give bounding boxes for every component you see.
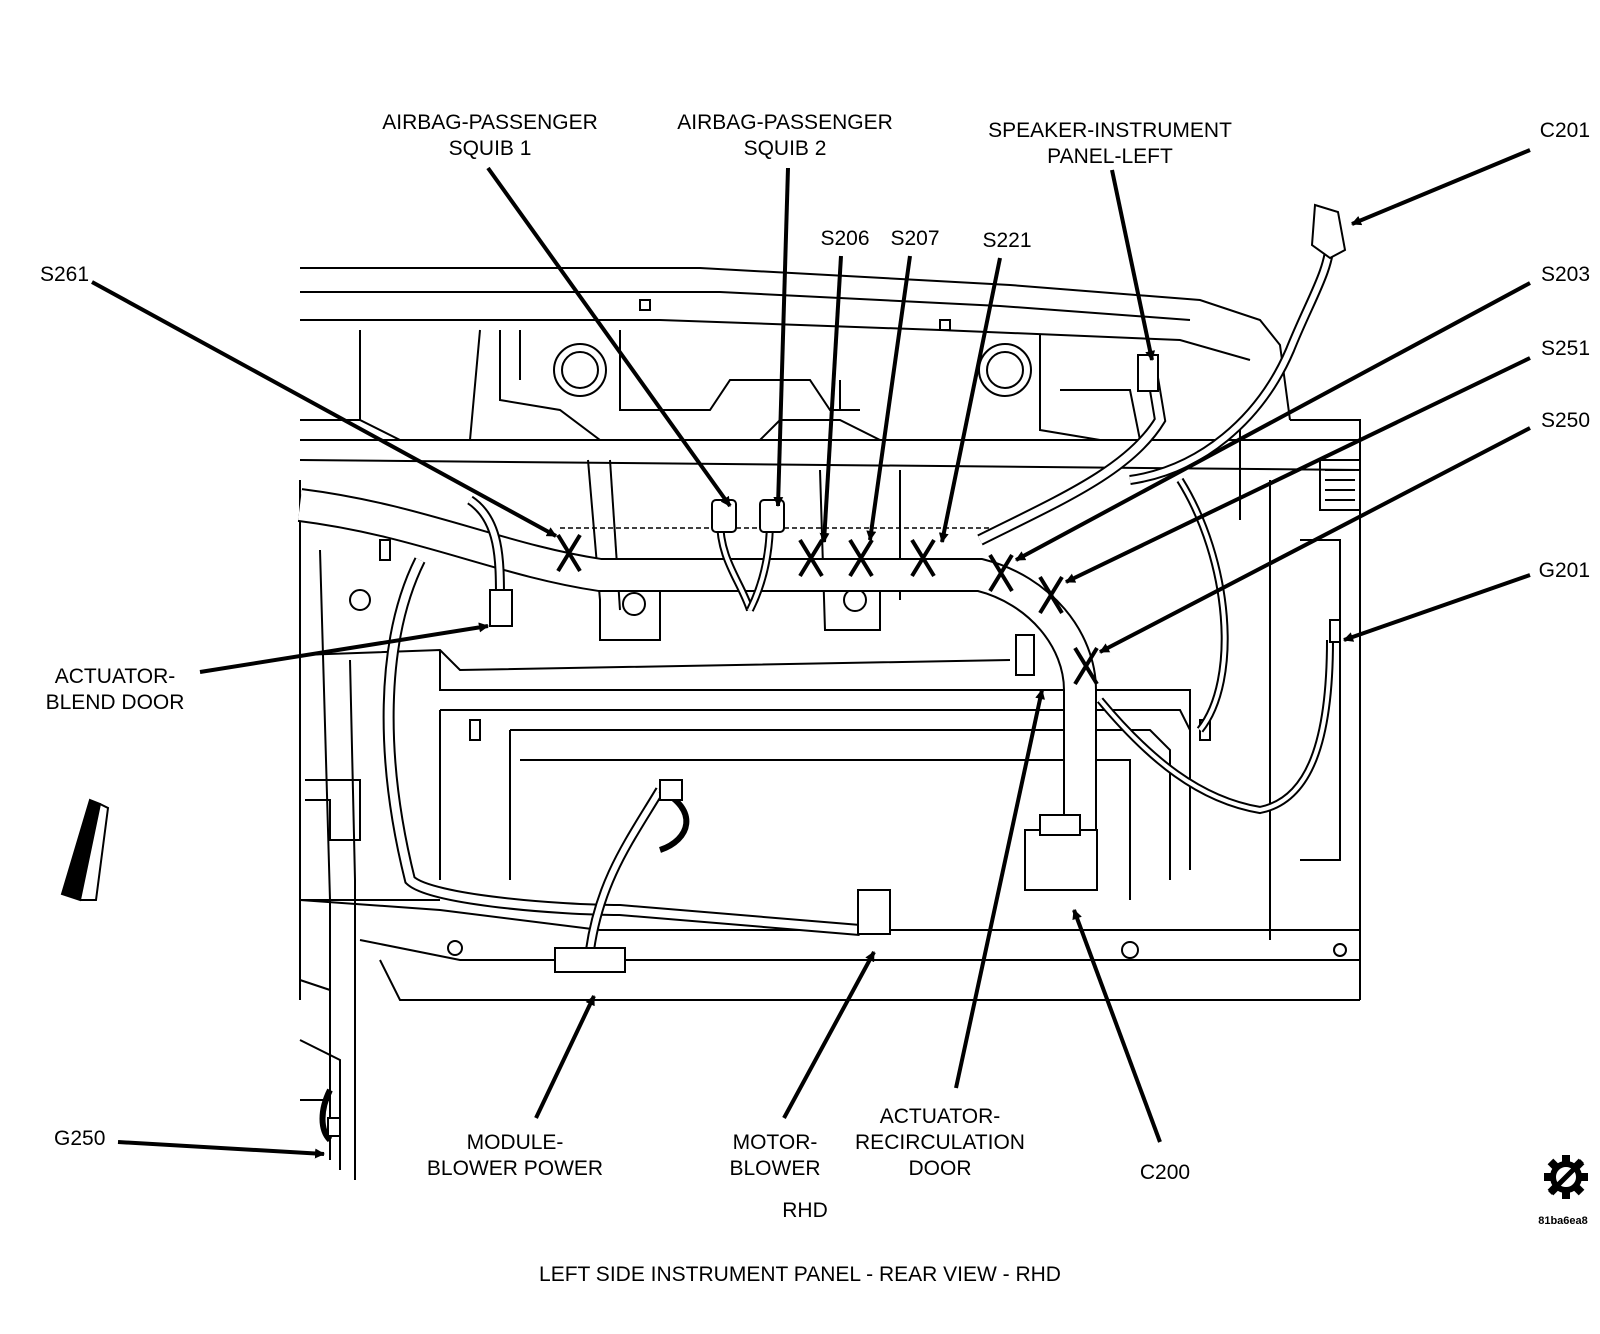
leader-c200 (1072, 909, 1162, 1143)
connector-motor-blower (857, 889, 891, 935)
splice-s207 (848, 538, 874, 578)
leader-g201 (1343, 573, 1531, 642)
wiring-harness (297, 239, 1335, 1143)
connector-c201 (1310, 203, 1347, 260)
splice-s206 (798, 538, 824, 578)
connectors (327, 203, 1347, 1137)
label-variant: RHD (782, 1199, 828, 1222)
gear-icon (1544, 1155, 1588, 1199)
connector-speaker (1137, 354, 1159, 392)
leader-squib2 (773, 167, 790, 507)
leader-g250 (117, 1140, 325, 1159)
detached-component (60, 798, 110, 902)
label-module-blower: MODULE- BLOWER POWER (426, 1131, 604, 1180)
splice-s261 (556, 533, 582, 573)
label-g201: G201 (1538, 559, 1590, 582)
splice-s203 (988, 553, 1014, 593)
connector-module-blower (554, 947, 626, 973)
leader-squib1 (486, 166, 732, 508)
label-c201: C201 (1539, 119, 1590, 142)
splice-markers (556, 533, 1099, 686)
label-airbag-squib2: AIRBAG-PASSENGER SQUIB 2 (677, 111, 893, 160)
label-motor-blower: MOTOR- BLOWER (729, 1131, 821, 1180)
label-s207: S207 (890, 227, 940, 250)
leader-module-blower (534, 995, 596, 1119)
leader-s221 (938, 257, 1002, 543)
label-s221: S221 (982, 229, 1032, 252)
label-s206: S206 (820, 227, 870, 250)
connector-actuator-recirc (1015, 634, 1035, 676)
label-s203: S203 (1540, 263, 1590, 286)
splice-s250 (1073, 646, 1099, 686)
leader-s261 (91, 280, 557, 538)
label-s261: S261 (40, 263, 90, 286)
instrument-panel-frame (299, 267, 1361, 1180)
image-code: 81ba6ea8 (1538, 1215, 1588, 1227)
leader-s203 (1015, 281, 1531, 562)
diagram-caption: LEFT SIDE INSTRUMENT PANEL - REAR VIEW -… (539, 1263, 1061, 1286)
label-g250: G250 (54, 1127, 106, 1150)
label-actuator-recirc: ACTUATOR- RECIRCULATION DOOR (855, 1105, 1025, 1180)
leader-speaker (1110, 169, 1156, 361)
connector-actuator-blend (489, 589, 513, 627)
label-airbag-squib1: AIRBAG-PASSENGER SQUIB 1 (382, 111, 598, 160)
leader-s251 (1065, 356, 1531, 584)
leader-s207 (866, 255, 912, 541)
leader-lines (91, 148, 1531, 1159)
leader-c201 (1351, 148, 1531, 226)
splice-s251 (1038, 575, 1064, 615)
label-s250: S250 (1540, 409, 1590, 432)
leader-motor-blower (782, 951, 876, 1119)
leader-actuator-recirc (954, 689, 1045, 1089)
label-s251: S251 (1540, 337, 1590, 360)
leader-s206 (819, 255, 843, 543)
leader-actuator-blend (199, 622, 489, 674)
label-actuator-blend: ACTUATOR- BLEND DOOR (45, 665, 185, 714)
label-speaker: SPEAKER-INSTRUMENT PANEL-LEFT (988, 119, 1232, 168)
connector-c200 (1024, 829, 1098, 891)
connector-squib1 (711, 499, 737, 533)
splice-s221 (910, 538, 936, 578)
connector-squib2 (759, 499, 785, 533)
label-c200: C200 (1139, 1161, 1191, 1184)
leader-s250 (1099, 426, 1531, 654)
